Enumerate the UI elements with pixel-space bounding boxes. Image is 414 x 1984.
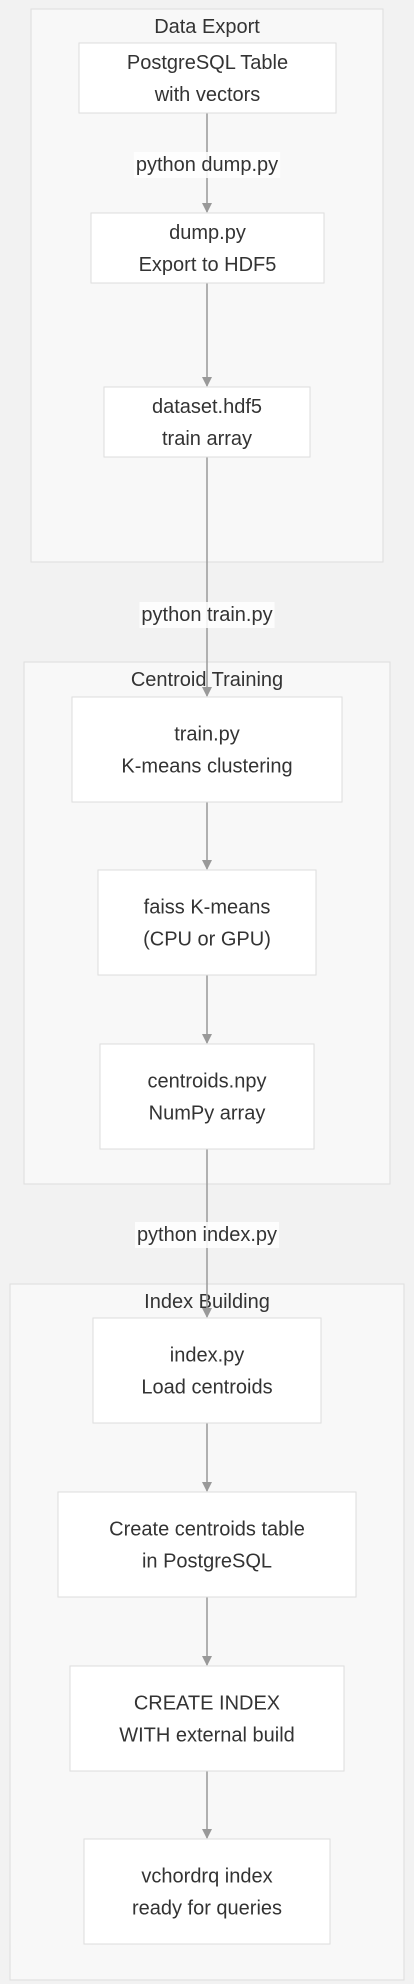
edge-labels-layer: python dump.py python train.py python inde… [133,152,281,1248]
node-label-line: faiss K-means [144,897,271,919]
node-label-line: train array [162,428,252,450]
node-train-py: train.pyK-means clustering [71,696,343,803]
node-label-line: centroids.npy [148,1071,267,1093]
node-label-line: Load centroids [141,1377,272,1399]
node-label-line: WITH external build [119,1725,295,1747]
node-box [71,696,343,803]
node-label-line: in PostgreSQL [142,1551,272,1573]
node-label-line: CREATE INDEX [134,1693,280,1715]
nodes-layer: PostgreSQL Table with vectors dump.pyExpor… [57,42,357,1945]
node-label-line: with vectors [154,84,261,106]
node-label-line: train.py [174,724,240,746]
node-label-line: (CPU or GPU) [143,929,271,951]
node-label-line: Create centroids table [109,1519,305,1541]
node-label-line: vchordrq index [141,1866,272,1888]
node-postgres-table: PostgreSQL Table with vectors [78,42,337,114]
edge-label-background [133,152,281,178]
node-label-line: dataset.hdf5 [152,396,262,418]
node-label-line: dump.py [169,222,246,244]
cluster-title: Data Export [154,16,260,38]
node-vchordrq-index: vchordrq index ready for queries [83,1838,331,1945]
node-faiss-kmeans: faiss K-means (CPU or GPU) [97,869,317,976]
node-create-index: CREATE INDEX WITH external build [69,1665,345,1772]
node-box [92,1317,322,1424]
edge-label-text: python index.py [137,1224,277,1246]
edge-label-text: python dump.py [136,154,278,176]
node-label-line: ready for queries [132,1898,282,1920]
node-box [103,386,311,458]
edge-label: python train.py [139,602,275,628]
edge-label: python index.py [134,1222,280,1248]
node-dataset-hdf5: dataset.hdf5 train array [103,386,311,458]
edge-label-background [134,1222,280,1248]
node-box [97,869,317,976]
edge-label: python dump.py [133,152,281,178]
node-label-line: K-means clustering [121,756,292,778]
node-box [78,42,337,114]
node-box [57,1491,357,1598]
node-box [90,212,325,284]
node-box [99,1043,315,1150]
node-label-line: PostgreSQL Table [127,52,288,74]
edge-label-background [139,602,275,628]
node-box [83,1838,331,1945]
node-box [69,1665,345,1772]
node-label-line: Export to HDF5 [139,254,277,276]
node-create-centroids-table: Create centroids table in PostgreSQL [57,1491,357,1598]
node-label-line: NumPy array [149,1103,266,1125]
node-label-line: index.py [170,1345,245,1367]
edge-label-text: python train.py [141,604,272,626]
